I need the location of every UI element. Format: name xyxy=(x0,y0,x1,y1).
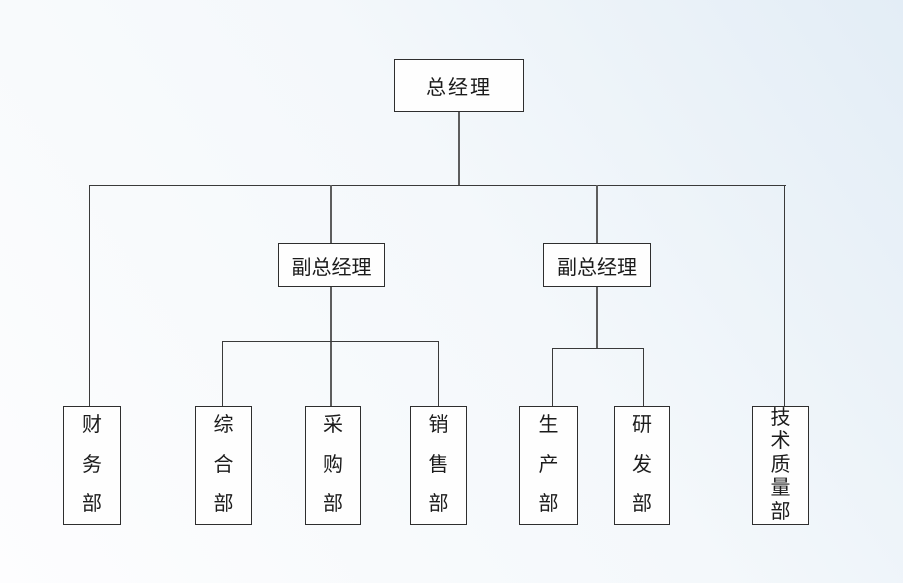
node-purchasing-dept: 采购部 xyxy=(305,406,361,525)
connector-main-horizontal xyxy=(89,185,786,186)
connector-gm-stem xyxy=(458,111,460,186)
node-general-manager-label: 总经理 xyxy=(426,77,492,99)
node-sales-dept: 销售部 xyxy=(410,406,467,525)
node-rnd-dept: 研发部 xyxy=(614,406,670,525)
node-deputy-manager-right-label: 副总经理 xyxy=(557,256,637,279)
connector-drop-rnd xyxy=(643,348,644,407)
node-rnd-dept-label: 研发部 xyxy=(632,414,652,516)
connector-drop-production xyxy=(552,348,553,407)
connector-left-horizontal xyxy=(222,341,439,342)
node-general-affairs-dept: 综合部 xyxy=(195,406,252,525)
connector-drop-general xyxy=(222,341,223,407)
node-production-dept-label: 生产部 xyxy=(538,414,559,516)
connector-drop-deputy-left xyxy=(330,185,332,244)
node-purchasing-dept-label: 采购部 xyxy=(323,414,343,516)
connector-deputy-left-stem xyxy=(330,286,332,407)
node-tech-quality-dept-label: 技术质量部 xyxy=(770,406,791,523)
node-finance-dept: 财务部 xyxy=(63,406,121,525)
connector-drop-finance xyxy=(89,185,90,407)
node-tech-quality-dept: 技术质量部 xyxy=(752,406,809,525)
node-finance-dept-label: 财务部 xyxy=(82,414,102,516)
connector-drop-tech-quality xyxy=(784,185,785,407)
node-sales-dept-label: 销售部 xyxy=(428,414,449,516)
connector-drop-deputy-right xyxy=(596,185,598,244)
node-deputy-manager-right: 副总经理 xyxy=(543,243,651,287)
connector-deputy-right-stem xyxy=(596,286,598,348)
node-deputy-manager-left-label: 副总经理 xyxy=(291,256,372,279)
node-general-manager: 总经理 xyxy=(394,59,524,112)
node-production-dept: 生产部 xyxy=(519,406,578,525)
connector-drop-sales xyxy=(438,341,439,407)
connector-right-horizontal xyxy=(552,348,644,349)
node-deputy-manager-left: 副总经理 xyxy=(278,243,385,287)
node-general-affairs-dept-label: 综合部 xyxy=(213,414,234,516)
